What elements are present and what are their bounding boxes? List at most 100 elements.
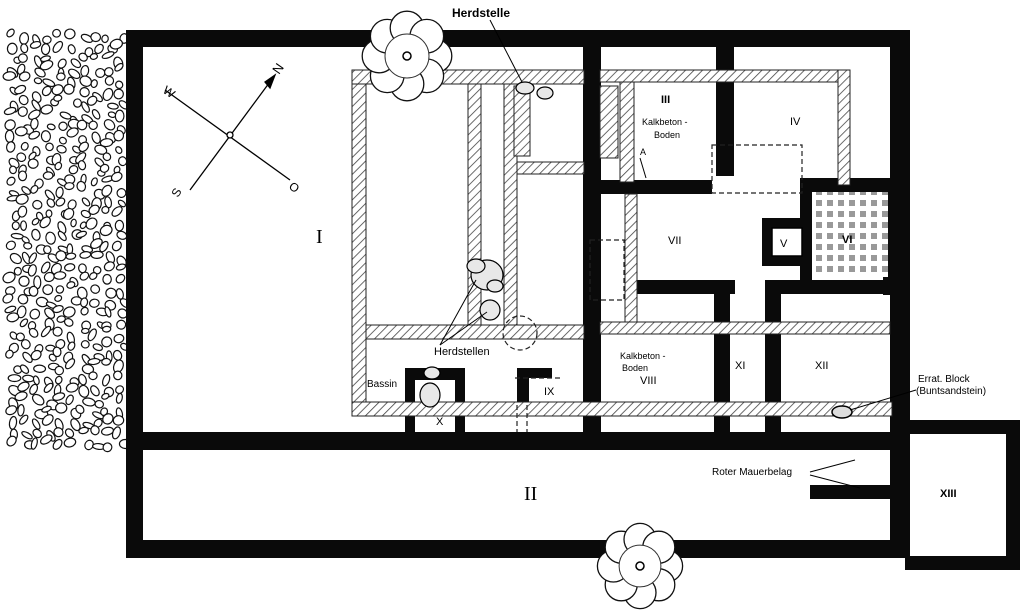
room-v-box [771,227,803,257]
rubble-stone [52,346,62,358]
rubble-stone [8,415,18,430]
rubble-stone [66,127,79,138]
rubble-stone [39,59,54,71]
rubble-stone [17,293,29,305]
rubble-stone [22,374,35,383]
rubble-stone [52,304,64,314]
room-label-xi: XI [735,360,745,372]
rubble-stone [45,209,53,218]
rubble-stone [70,218,77,228]
rubble-stone [91,109,101,120]
rubble-stone [7,374,22,383]
rubble-stone [2,271,16,284]
rubble-stone [5,405,18,416]
rubble-stone [88,120,98,131]
rubble-stone [56,144,67,154]
rubble-stone [28,151,37,161]
rubble-stone [27,264,37,277]
rubble-stone [81,101,90,113]
rubble-stone [110,171,123,183]
rubble-stone [31,217,40,226]
rubble-stone [88,272,98,281]
rubble-stone [41,85,52,97]
rubble-stone [19,32,30,45]
room-label-ii: II [524,483,537,505]
rubble-stone [42,171,54,180]
rubble-stone [29,308,41,320]
rubble-stone [11,221,20,231]
rubble-stone [115,392,123,404]
rubble-stone [53,94,63,102]
rubble-stone [80,209,91,219]
rubble-stone [76,119,88,131]
rubble-stone [56,72,66,81]
rubble-stone [43,245,52,255]
rubble-stone [94,43,104,55]
rubble-stone [32,199,43,210]
rubble-stone [17,403,25,417]
rubble-stone [117,199,127,208]
rubble-stone [53,427,64,438]
rubble-stone [81,363,95,375]
compass-north-label: N [269,60,287,76]
rubble-stone [6,435,17,447]
rubble-stone [102,413,114,425]
rubble-stone [3,106,17,116]
rubble-stone [20,43,29,54]
rubble-stone [4,119,16,131]
label-kalkbeton-2-line1: Kalkbeton - [620,351,666,361]
rubble-stone [28,285,39,297]
rubble-stone [31,228,41,241]
rubble-stone [78,52,88,62]
rubble-stone [104,196,113,209]
rubble-stone [31,418,41,430]
rubble-stone [80,340,90,349]
rubble-stone [17,381,30,392]
rubble-stone [5,349,14,359]
rubble-stone [75,230,88,239]
rubble-wall [2,28,132,453]
rubble-stone [76,180,87,192]
rubble-stone [6,28,15,38]
rubble-stone [116,188,127,199]
rubble-stone [115,385,125,395]
rubble-stone [101,51,115,60]
inner-walls [405,46,893,436]
rubble-stone [101,184,113,197]
rubble-stone [41,405,52,413]
leader-lines [439,19,917,489]
rubble-stone [101,325,112,333]
rubble-stone [82,397,96,407]
rubble-stone [99,163,110,173]
room-label-xiii: XIII [940,488,957,500]
rubble-stone [52,326,63,337]
rubble-stone [103,67,114,77]
rubble-stone [54,161,63,171]
rubble-stone [55,285,65,294]
rubble-stone [99,138,114,148]
rubble-stone [65,394,74,406]
tree-bottom [596,522,684,610]
rubble-stone [17,106,28,117]
rubble-stone [88,204,100,216]
rubble-stone [2,71,17,81]
rubble-stone [68,165,79,175]
label-kalkbeton-1-line2: Boden [654,130,680,140]
rubble-stone [32,428,43,439]
tree-trunk [402,51,412,61]
rubble-stone [107,102,119,110]
rubble-stone [40,130,52,143]
compass-rose [164,73,291,191]
rubble-stone [67,44,76,55]
rubble-stone [58,121,68,131]
rubble-stone [31,99,41,112]
label-herdstelle: Herdstelle [452,6,510,20]
rubble-stone [103,119,116,131]
rubble-stone [52,40,64,54]
rubble-stone [64,28,76,40]
rubble-stone [104,306,112,318]
rubble-stone [80,33,94,43]
rubble-stone [30,184,39,194]
rubble-stone [113,88,124,100]
